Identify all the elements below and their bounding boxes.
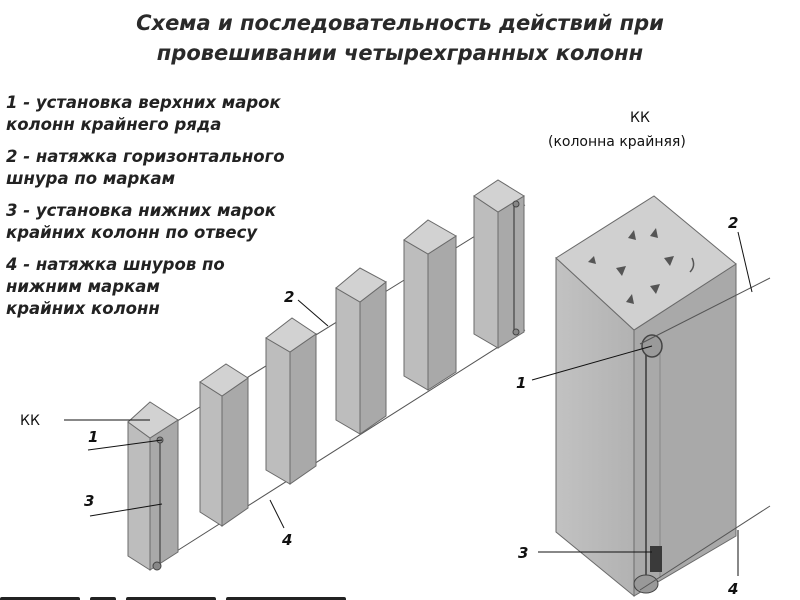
label-4-right: 4 <box>727 580 738 598</box>
leader-3-left <box>89 503 163 517</box>
label-kk-right: КК <box>630 110 650 126</box>
leader-2-right <box>737 231 753 293</box>
column-3 <box>265 317 317 485</box>
column-2 <box>199 363 249 527</box>
leader-1-left <box>87 439 163 451</box>
label-kk-right-caption: (колонна крайняя) <box>548 134 686 150</box>
steps-list: 1 - установка верхних марок колонн крайн… <box>6 92 366 330</box>
lower-string-left <box>149 329 526 569</box>
column-4 <box>335 267 387 435</box>
title-line-2: провешивании четырехгранных колонн <box>156 41 644 65</box>
column-kk-left <box>127 401 179 571</box>
column-5 <box>403 219 457 391</box>
leader-2-mid <box>297 299 329 327</box>
step-1: 1 - установка верхних марок колонн крайн… <box>6 93 281 134</box>
diagram-title: Схема и последовательность действий при … <box>0 8 800 68</box>
column-detail-large <box>555 195 771 598</box>
step-4: 4 - натяжка шнуров по нижним маркам край… <box>6 255 225 318</box>
label-2-mid: 2 <box>284 288 294 306</box>
label-kk-left: КК <box>20 413 40 429</box>
column-6 <box>473 179 525 349</box>
label-1-left: 1 <box>88 428 98 446</box>
cropped-bottom-text <box>0 590 800 600</box>
label-1-right: 1 <box>516 374 526 392</box>
label-3-right: 3 <box>518 544 528 562</box>
title-line-1: Схема и последовательность действий при <box>136 11 664 35</box>
label-4-mid: 4 <box>281 531 292 549</box>
label-3-left: 3 <box>84 492 94 510</box>
step-3: 3 - установка нижних марок крайних колон… <box>6 201 277 242</box>
label-2-right: 2 <box>728 214 738 232</box>
step-2: 2 - натяжка горизонтального шнура по мар… <box>6 147 285 188</box>
leader-1-right <box>531 345 653 381</box>
leader-4-mid <box>269 499 285 529</box>
